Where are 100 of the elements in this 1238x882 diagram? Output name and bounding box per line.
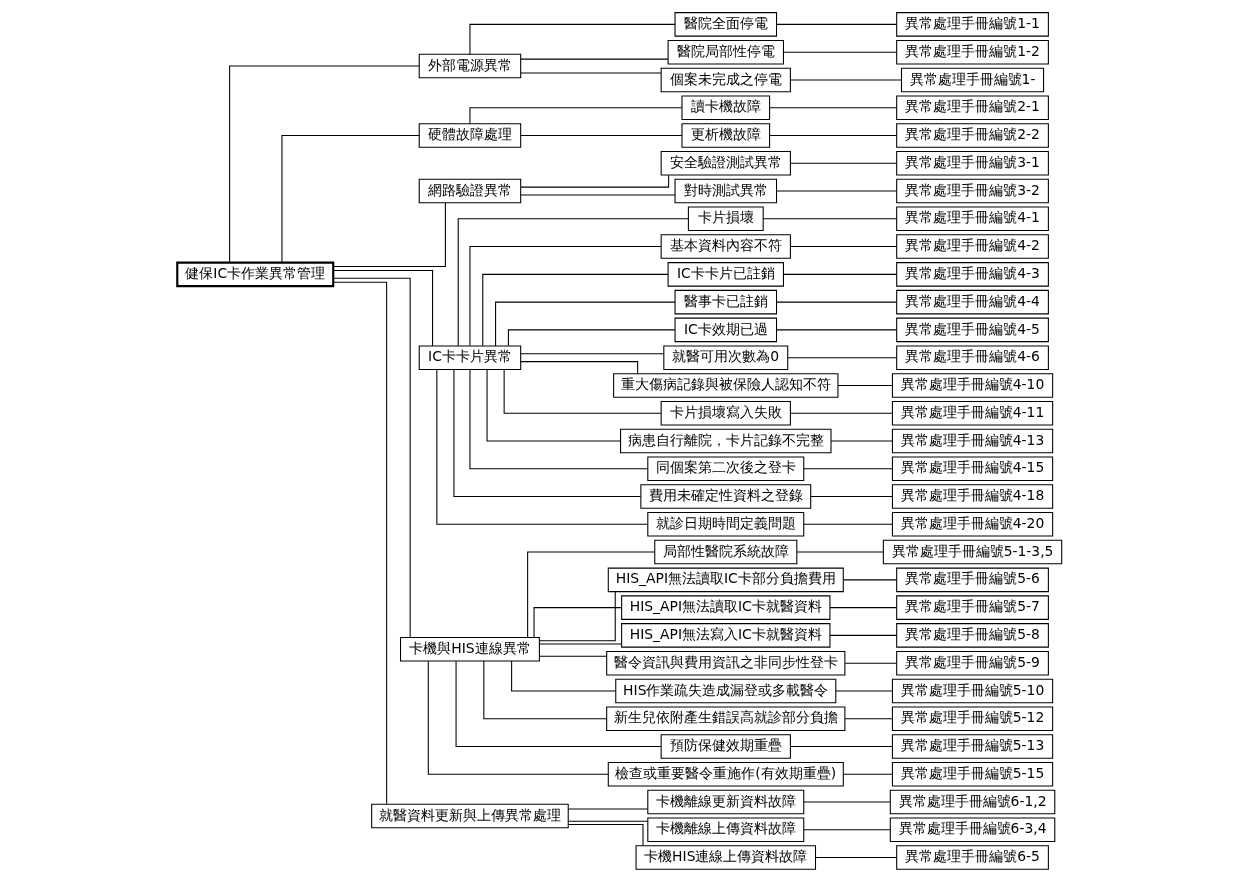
connector xyxy=(332,281,387,805)
connector xyxy=(567,808,648,810)
node-box: 就診日期時間定義問題 xyxy=(646,512,804,537)
node-box: HIS_API無法寫入IC卡就醫資料 xyxy=(620,623,830,648)
connector xyxy=(775,190,897,192)
node-box: 異常處理手冊編號5-12 xyxy=(891,706,1053,731)
connector xyxy=(503,368,662,414)
connector xyxy=(782,51,897,53)
node-box: 異常處理手冊編號4-11 xyxy=(891,400,1053,426)
connector xyxy=(810,496,893,498)
connector xyxy=(468,246,661,347)
connector xyxy=(775,23,897,25)
connector xyxy=(567,820,648,822)
connector xyxy=(526,551,655,638)
node-box: 異常處理手冊編號6-5 xyxy=(895,845,1049,870)
node-box: 重大傷病記錄與被保險人認知不符 xyxy=(612,373,838,398)
connector xyxy=(519,58,668,60)
node-box: 異常處理手冊編號1- xyxy=(900,67,1044,93)
connector xyxy=(457,218,689,347)
node-box: 同個案第二次後之登卡 xyxy=(646,456,804,482)
connector xyxy=(494,301,675,347)
connector xyxy=(830,440,893,442)
node-box: 異常處理手冊編號4-4 xyxy=(895,289,1049,315)
connector xyxy=(844,718,893,720)
connector xyxy=(435,369,648,525)
connector xyxy=(519,72,661,74)
connector xyxy=(802,829,890,831)
node-box: 異常處理手冊編號5-15 xyxy=(891,762,1053,787)
node-box: 醫院全面停電 xyxy=(674,12,777,37)
connector xyxy=(775,329,897,331)
node-box: IC卡效期已過 xyxy=(674,317,777,343)
node-box: 異常處理手冊編號2-2 xyxy=(895,123,1049,148)
connector xyxy=(507,329,675,347)
connector xyxy=(787,357,897,359)
connector xyxy=(510,660,616,692)
connector xyxy=(228,65,419,264)
node-box: 卡片損壞 xyxy=(687,206,764,232)
node-box: 異常處理手冊編號5-8 xyxy=(895,623,1049,648)
node-box: 硬體故障處理 xyxy=(418,123,521,148)
node-box: 卡機離線更新資料故障 xyxy=(646,789,804,815)
connector xyxy=(795,551,884,553)
node-box: 安全驗證測試異常 xyxy=(660,151,791,176)
connector xyxy=(802,801,890,803)
node-box: 就醫可用次數為0 xyxy=(662,345,788,370)
connector xyxy=(836,384,893,386)
node-box: 異常處理手冊編號4-3 xyxy=(895,262,1049,287)
connector xyxy=(538,643,622,645)
connector xyxy=(519,353,664,355)
connector xyxy=(844,662,897,664)
node-box: 異常處理手冊編號1-1 xyxy=(895,12,1049,37)
node-box: 異常處理手冊編號5-7 xyxy=(895,595,1049,620)
connector xyxy=(332,202,446,268)
node-box: 異常處理手冊編號1-2 xyxy=(895,39,1049,65)
connector xyxy=(519,134,682,137)
node-box: 異常處理手冊編號4-20 xyxy=(891,512,1053,537)
node-box: 卡機與HIS連線異常 xyxy=(399,637,540,662)
connector xyxy=(519,361,638,375)
node-box: 新生兒依附產生錯誤高就診部分負擔 xyxy=(605,706,845,731)
node-box: HIS_API無法讀取IC卡部分負擔費用 xyxy=(607,567,844,593)
node-box: 異常處理手冊編號5-10 xyxy=(891,678,1053,704)
node-box: 異常處理手冊編號4-6 xyxy=(895,345,1049,370)
connector xyxy=(468,23,675,55)
node-box: 局部性醫院系統故障 xyxy=(653,539,797,565)
node-box: 異常處理手冊編號4-18 xyxy=(891,484,1053,509)
node-box: 異常處理手冊編號4-15 xyxy=(891,456,1053,482)
node-box: 網路驗證異常 xyxy=(418,178,521,204)
connector xyxy=(482,660,607,720)
connector xyxy=(538,591,616,642)
node-box: 外部電源異常 xyxy=(418,53,521,79)
connector xyxy=(538,655,607,657)
connector xyxy=(842,579,897,581)
connector xyxy=(332,277,411,638)
connector xyxy=(762,218,897,220)
node-box: 異常處理手冊編號5-13 xyxy=(891,734,1053,759)
connector xyxy=(802,468,893,470)
connector xyxy=(468,369,648,470)
node-box: 基本資料內容不符 xyxy=(660,234,791,259)
node-box: 卡機HIS連線上傳資料故障 xyxy=(635,845,816,870)
connector xyxy=(567,823,644,847)
connector xyxy=(427,660,609,775)
node-box: 更析機故障 xyxy=(680,123,770,148)
node-box: 預防保健效期重疊 xyxy=(660,734,791,759)
connector xyxy=(789,412,893,414)
connector xyxy=(775,301,897,303)
node-box: 就醫資料更新與上傳異常處理 xyxy=(370,803,569,829)
node-box: 異常處理手冊編號2-1 xyxy=(895,95,1049,120)
node-box: 異常處理手冊編號4-2 xyxy=(895,234,1049,259)
node-box: HIS_API無法讀取IC卡就醫資料 xyxy=(620,595,830,620)
node-box: 醫事卡已註銷 xyxy=(674,289,777,315)
connector xyxy=(452,369,641,498)
connector xyxy=(519,194,676,196)
node-box: IC卡卡片異常 xyxy=(418,345,521,370)
connector xyxy=(814,857,897,859)
node-box: 個案未完成之停電 xyxy=(660,67,791,93)
connector xyxy=(768,134,897,137)
connector xyxy=(789,246,897,248)
connector xyxy=(520,174,669,188)
connector xyxy=(481,273,668,347)
node-box: 對時測試異常 xyxy=(674,178,777,204)
connector xyxy=(455,660,661,748)
